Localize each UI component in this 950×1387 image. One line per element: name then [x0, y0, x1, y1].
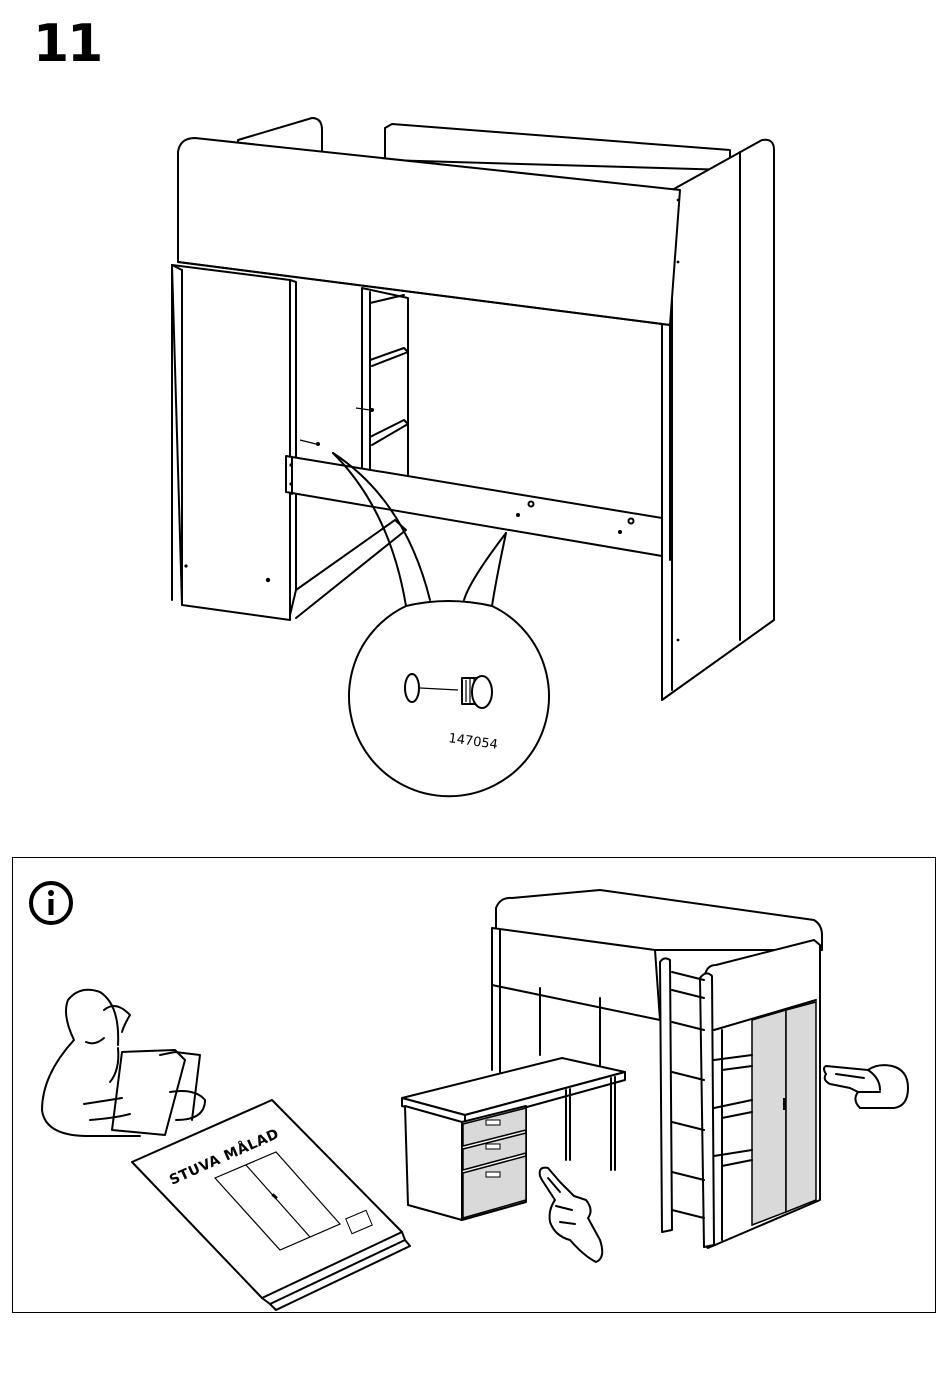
info-panel [12, 857, 936, 1313]
loft-bed-frame [172, 118, 774, 700]
